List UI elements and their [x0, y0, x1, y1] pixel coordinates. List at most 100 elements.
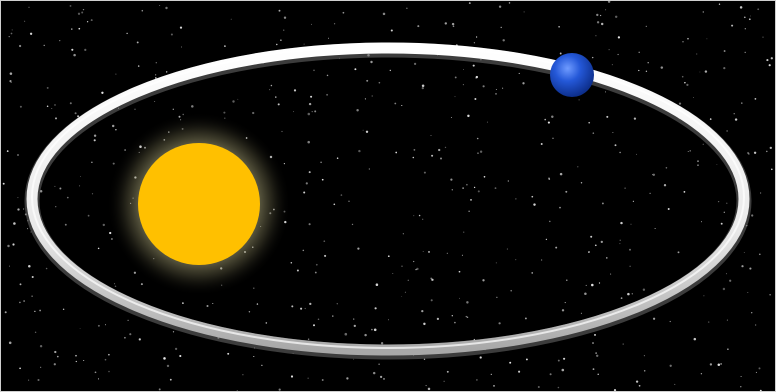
star-dot [412, 156, 415, 159]
star-dot [454, 76, 457, 79]
star-dot [296, 269, 299, 272]
star-dot [769, 146, 772, 150]
star-dot [8, 35, 10, 38]
star-dot [755, 371, 757, 373]
star-dot [619, 243, 621, 245]
star-dot [566, 279, 568, 282]
star-dot [172, 331, 175, 333]
star-dot [725, 273, 728, 275]
star-dot [237, 98, 239, 100]
star-dot [104, 358, 107, 361]
star-dot [722, 287, 726, 291]
star-dot [172, 108, 174, 110]
star-dot [2, 182, 5, 185]
star-dot [382, 12, 386, 16]
star-dot [39, 190, 43, 193]
star-dot [54, 185, 56, 187]
star-dot [563, 357, 566, 360]
star-dot [723, 50, 726, 52]
star-dot [540, 143, 543, 145]
star-dot [766, 59, 769, 62]
star-dot [451, 189, 453, 191]
star-dot [155, 62, 157, 64]
star-dot [667, 208, 670, 210]
star-dot [684, 81, 686, 84]
star-dot [326, 74, 329, 77]
star-dot [300, 307, 303, 310]
star-dot [314, 110, 317, 113]
star-dot [486, 121, 488, 123]
star-dot [283, 16, 287, 19]
star-dot [436, 317, 440, 321]
star-dot [181, 46, 182, 48]
star-dot [740, 375, 742, 378]
star-dot [252, 111, 255, 115]
star-dot [700, 221, 703, 223]
star-dot [601, 202, 604, 205]
orbit-highlight [31, 45, 745, 349]
star-dot [308, 223, 311, 226]
star-dot [368, 168, 370, 170]
star-dot [307, 112, 311, 116]
star-dot [741, 265, 744, 268]
star-dot [371, 328, 373, 331]
star-dot [357, 247, 360, 250]
star-dot [635, 153, 637, 155]
star-dot [439, 157, 443, 160]
star-dot [702, 11, 705, 13]
star-dot [629, 248, 631, 251]
star-dot [6, 150, 9, 152]
star-dot [544, 118, 547, 121]
star-dot [559, 206, 561, 209]
star-dot [509, 361, 512, 364]
star-dot [559, 52, 562, 55]
star-dot [46, 105, 49, 108]
star-dot [378, 363, 380, 366]
star-dot [578, 99, 580, 101]
star-dot [253, 287, 255, 289]
star-dot [13, 222, 16, 225]
star-dot [723, 67, 726, 70]
star-dot [506, 248, 508, 250]
star-dot [7, 244, 10, 248]
star-dot [269, 89, 271, 91]
star-dot [11, 29, 13, 31]
star-dot [652, 173, 656, 177]
star-dot [610, 273, 612, 275]
star-dot [270, 84, 273, 87]
star-dot [372, 371, 376, 375]
star-dot [473, 338, 475, 341]
star-dot [170, 33, 173, 36]
star-dot [614, 15, 618, 19]
star-dot [743, 16, 746, 19]
star-dot [43, 44, 45, 47]
star-dot [649, 192, 651, 195]
star-dot [82, 8, 85, 11]
star-dot [751, 214, 754, 217]
star-dot [366, 79, 369, 82]
star-dot [600, 240, 603, 244]
star-dot [771, 168, 773, 171]
star-dot [307, 140, 310, 144]
star-dot [365, 130, 369, 133]
star-dot [19, 283, 22, 286]
star-dot [744, 51, 746, 54]
star-dot [380, 342, 384, 345]
star-dot [717, 363, 721, 366]
star-dot [726, 130, 728, 132]
star-dot [378, 81, 381, 84]
star-dot [632, 200, 634, 202]
star-dot [81, 11, 84, 14]
star-dot [390, 29, 393, 32]
star-dot [558, 26, 560, 28]
star-dot [93, 139, 96, 142]
star-dot [597, 373, 599, 376]
star-dot [24, 20, 26, 22]
star-dot [633, 117, 637, 120]
star-dot [236, 390, 238, 391]
star-dot [669, 364, 672, 367]
star-dot [283, 29, 285, 31]
star-dot [592, 132, 595, 134]
star-dot [561, 309, 565, 312]
star-dot [56, 355, 59, 358]
